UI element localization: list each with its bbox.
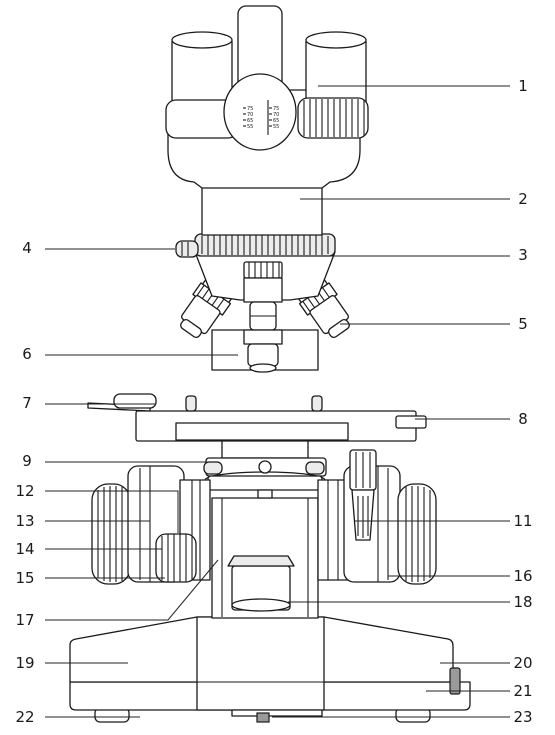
callout-number-9: 9 (22, 452, 32, 470)
leader-line-17 (45, 559, 219, 621)
callout-number-23: 23 (513, 708, 532, 726)
callout-number-22: 22 (15, 708, 34, 726)
callout-number-12: 12 (15, 482, 34, 500)
scale-right-value-2: 65 (273, 118, 279, 124)
callout-number-14: 14 (15, 540, 34, 558)
scale-left-value-1: 70 (247, 112, 253, 118)
callout-number-16: 16 (513, 567, 532, 585)
specimen-holder (113, 393, 157, 409)
right-focus-assembly (317, 449, 437, 585)
callout-number-15: 15 (15, 569, 34, 587)
callout-number-11: 11 (513, 512, 532, 530)
condenser (203, 439, 327, 499)
lamp-cover-screw (256, 712, 270, 723)
light-collector (227, 555, 295, 612)
condenser-lever-left (203, 461, 223, 475)
callout-number-17: 17 (15, 611, 34, 629)
head-lock-screw (175, 240, 199, 258)
stage (87, 393, 427, 442)
callout-number-13: 13 (15, 512, 34, 530)
left-focus-assembly (91, 465, 211, 585)
callout-number-8: 8 (518, 410, 528, 428)
callout-number-5: 5 (518, 315, 528, 333)
callout-number-6: 6 (22, 345, 32, 363)
coarse-focus-knob-right (397, 483, 437, 585)
callout-number-21: 21 (513, 682, 532, 700)
base (69, 616, 471, 723)
scale-right-value-0: 75 (273, 106, 279, 112)
callout-number-4: 4 (22, 239, 32, 257)
callout-number-20: 20 (513, 654, 532, 672)
callout-number-2: 2 (518, 190, 528, 208)
callout-number-7: 7 (22, 394, 32, 412)
scale-left-value-2: 65 (247, 118, 253, 124)
scale-left-value-0: 75 (247, 106, 253, 112)
callout-number-19: 19 (15, 654, 34, 672)
scale-right-value-3: 55 (273, 124, 279, 130)
condenser-lever-right (305, 461, 325, 475)
revolving-nosepiece (175, 233, 350, 373)
scale-right-value-1: 70 (273, 112, 279, 118)
callout-number-18: 18 (513, 593, 532, 611)
callout-number-3: 3 (518, 246, 528, 264)
interpupillary-scale (223, 73, 297, 151)
leader-line-12 (45, 490, 179, 533)
power-switch (449, 667, 461, 695)
scale-left-value-3: 55 (247, 124, 253, 130)
callout-number-1: 1 (518, 77, 528, 95)
